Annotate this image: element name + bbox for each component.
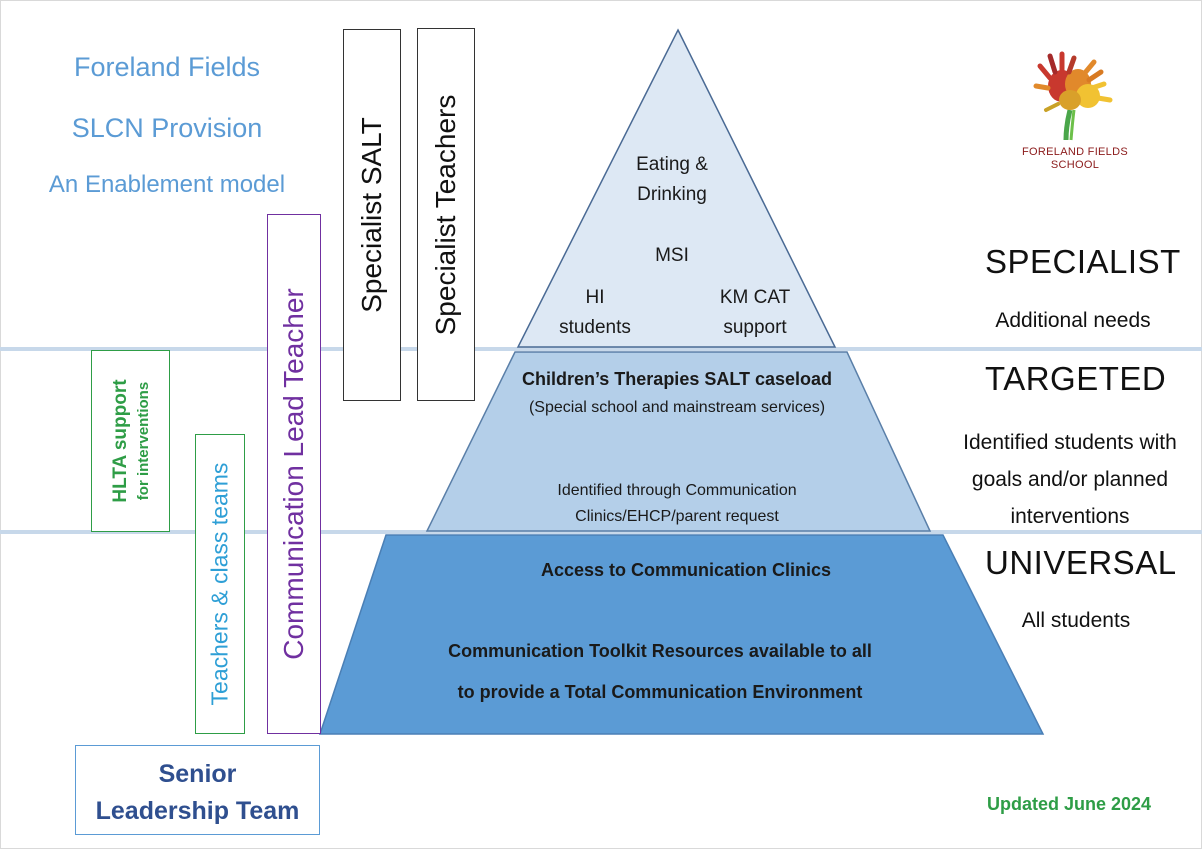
eating-line-1: Eating & [636,154,708,175]
pyramid-specialist-tier [516,28,837,348]
targeted-desc-line-3: interventions [1010,505,1130,528]
hlta-main-label: HLTA support [109,379,131,503]
identified-through-label: Identified through Communication Clinics… [477,478,877,530]
comm-lead-label: Communication Lead Teacher [278,288,309,660]
hi-line-2: students [559,317,631,338]
salt-caseload-title: Children’s Therapies SALT caseload [521,369,833,389]
eating-line-2: Drinking [637,184,707,205]
slt-box: Senior Leadership Team [75,745,320,835]
targeted-desc-line-1: Identified students with [963,431,1177,454]
level-specialist-desc: Additional needs [995,309,1151,332]
pyramid-targeted-tier [425,351,932,532]
hi-line-1: HI [585,287,605,308]
toolkit-line-1: Communication Toolkit Resources availabl… [448,641,872,661]
identified-line-2: Clinics/EHCP/parent request [575,508,779,525]
level-universal-desc: All students [1021,609,1131,632]
teachers-class-label: Teachers & class teams [206,462,233,706]
divider-targeted-universal [0,530,1202,534]
logo-line-2: SCHOOL [1050,159,1100,171]
header-title: Foreland Fields [73,52,261,82]
salt-caseload-subtitle: (Special school and mainstream services) [528,399,826,416]
hlta-box: HLTA support for interventions [91,350,170,532]
specialist-teachers-box: Specialist Teachers [417,28,475,401]
eating-drinking-label: Eating & Drinking [612,150,732,210]
km-line-1: KM CAT [719,287,791,308]
updated-date: Updated June 2024 [987,794,1152,814]
specialist-salt-label: Specialist SALT [356,117,387,313]
header-model: An Enablement model [48,171,286,198]
divider-specialist-targeted [0,347,1202,351]
teachers-class-box: Teachers & class teams [195,434,245,734]
school-logo: FORELAND FIELDS SCHOOL [1000,48,1150,178]
targeted-desc-line-2: goals and/or planned [971,468,1169,491]
hlta-label-group: HLTA support for interventions [108,379,152,502]
toolkit-line-2: to provide a Total Communication Environ… [457,682,863,702]
handprint-logo-icon [1033,51,1113,141]
hi-students-label: HI students [545,283,645,343]
level-targeted-desc: Identified students with goals and/or pl… [942,424,1198,535]
slt-line-1: Senior [158,760,237,788]
identified-line-1: Identified through Communication [557,482,797,499]
specialist-salt-box: Specialist SALT [343,29,401,401]
km-cat-label: KM CAT support [700,283,810,343]
level-targeted: TARGETED [985,360,1167,397]
slt-line-2: Leadership Team [95,797,300,825]
toolkit-label: Communication Toolkit Resources availabl… [380,631,940,713]
hlta-sub-label: for interventions [134,381,152,501]
logo-text: FORELAND FIELDS SCHOOL [1000,146,1150,172]
comm-lead-box: Communication Lead Teacher [267,214,321,734]
logo-line-1: FORELAND FIELDS [1022,146,1128,158]
pyramid-universal-tier [318,534,1045,735]
level-universal: UNIVERSAL [985,544,1177,581]
slt-label: Senior Leadership Team [76,756,319,830]
header-subtitle: SLCN Provision [71,113,263,143]
access-clinics-label: Access to Communication Clinics [540,560,832,580]
level-specialist: SPECIALIST [985,243,1181,280]
km-line-2: support [723,317,787,338]
msi-label: MSI [655,245,689,266]
specialist-teachers-label: Specialist Teachers [430,94,461,335]
